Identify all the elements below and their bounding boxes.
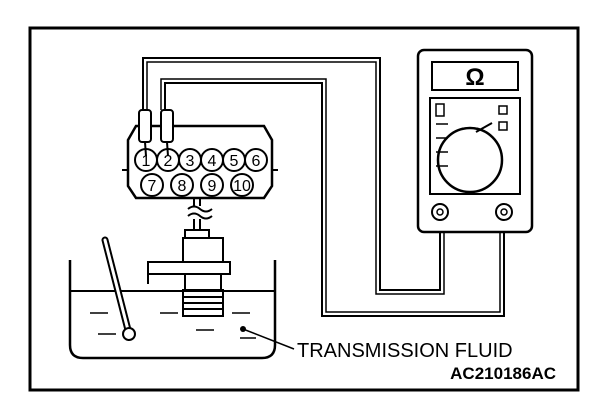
fluid-container [68,236,277,360]
pin-circles [134,148,268,197]
fluid-ripples [90,312,256,339]
pin-label-10: 10 [233,178,251,195]
fluid-label: TRANSMISSION FLUID [297,340,513,362]
lead-wire-inner [164,82,505,317]
fluid-temperature-sensor [147,229,231,317]
pin-label-7: 7 [148,178,157,195]
harness-break [187,198,213,232]
pin-label-5: 5 [230,153,239,170]
lead-wire-outer [142,57,441,291]
pin-label-3: 3 [186,153,195,170]
thermometer [101,236,136,341]
pin-label-1: 1 [142,153,151,170]
figure-border [28,26,580,392]
pin-label-6: 6 [252,153,261,170]
pin-label-9: 9 [208,178,217,195]
ohmmeter: Ω [416,48,534,234]
pin-label-4: 4 [208,153,217,170]
probe-1 [138,109,152,143]
pin-label-2: 2 [164,153,173,170]
ohm-symbol: Ω [465,64,484,91]
probe-2 [160,109,174,143]
figure-code: AC210186AC [450,364,556,383]
ohmmeter-display [431,61,519,91]
test-probes [138,109,174,157]
container-wall [68,260,277,360]
test-leads [142,57,505,317]
pin-label-8: 8 [178,178,187,195]
range-dial [436,126,504,194]
leader-line [242,328,295,350]
